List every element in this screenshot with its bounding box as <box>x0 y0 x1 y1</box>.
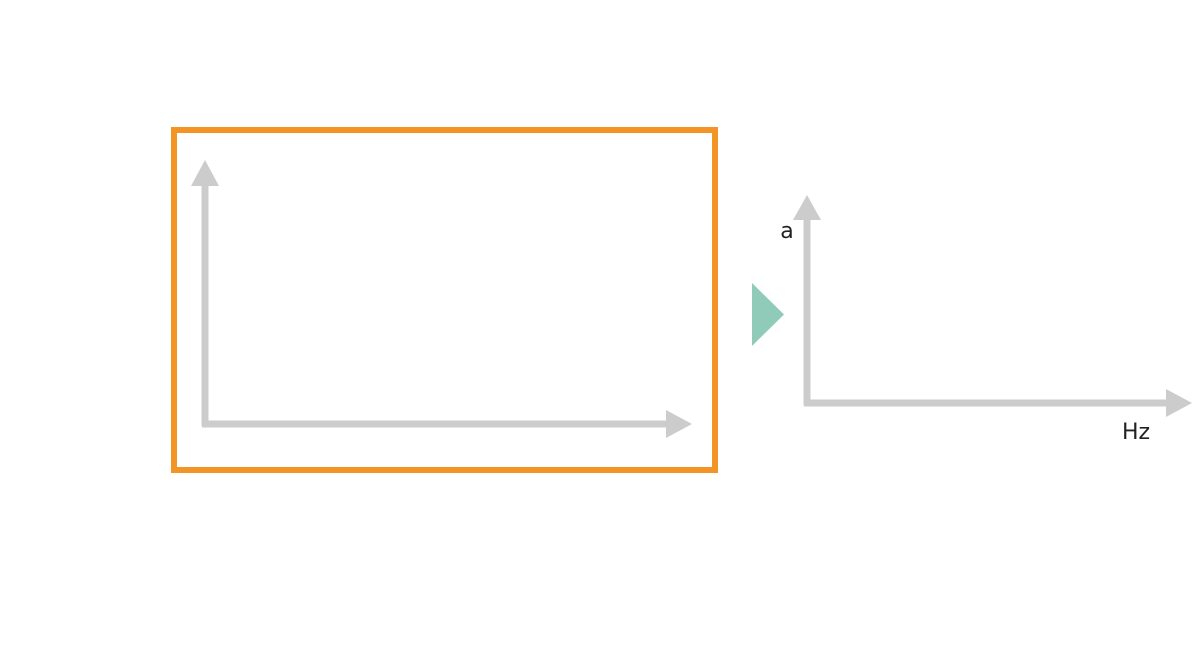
x-axis-label: Hz <box>1122 420 1150 445</box>
left-y-axis-arrowhead <box>191 160 219 186</box>
left-axes <box>191 160 692 438</box>
right-y-axis-arrowhead <box>793 195 821 220</box>
right-axes: a Hz <box>780 195 1192 445</box>
highlight-frame <box>171 127 718 473</box>
y-axis-label: a <box>780 219 793 244</box>
left-panel <box>171 127 718 473</box>
left-x-axis-arrowhead <box>666 410 692 438</box>
play-triangle-icon <box>752 283 784 346</box>
right-x-axis-arrowhead <box>1166 389 1192 417</box>
